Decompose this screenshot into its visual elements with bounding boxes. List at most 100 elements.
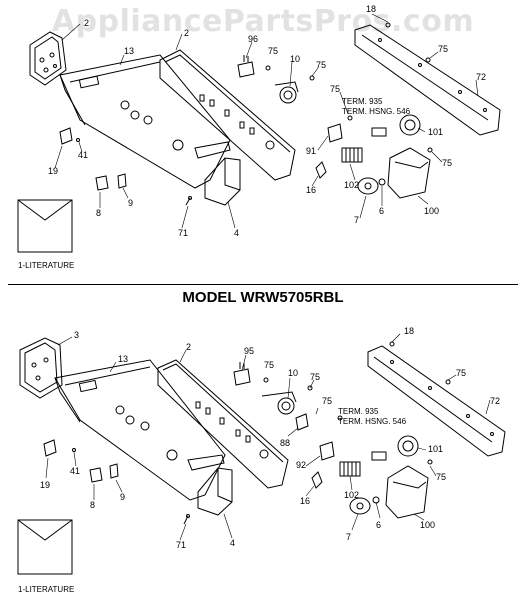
label-101: 101: [428, 127, 443, 137]
back-panel-part[interactable]: [367, 345, 506, 457]
label-9: 9: [128, 198, 133, 208]
label-100: 100: [424, 206, 439, 216]
label-2a: 2: [84, 18, 89, 28]
watermark: AppliancePartsPros.com: [51, 4, 475, 39]
label-75a: 75: [268, 46, 278, 56]
pressure-switch-part[interactable]: [274, 81, 299, 104]
leader-lines: [54, 13, 479, 229]
label-75c: 75: [438, 44, 448, 54]
console-back-part[interactable]: [157, 359, 289, 489]
timer-part[interactable]: [385, 465, 429, 519]
part-labels: 2 2 13 96 75 10 75 18 75 72 75 TERM. 935…: [18, 4, 486, 270]
label-18: 18: [404, 326, 414, 336]
end-cap-part[interactable]: [19, 337, 63, 399]
literature-label: 1-LITERATURE: [18, 261, 74, 270]
term-label-1: TERM. 935: [342, 97, 383, 106]
label-16: 16: [306, 185, 316, 195]
part-9[interactable]: [109, 463, 119, 479]
term-housing-part[interactable]: [371, 451, 387, 461]
part-6[interactable]: [378, 178, 386, 186]
part-92[interactable]: [319, 441, 335, 461]
leader-lines: [45, 333, 491, 541]
label-6: 6: [379, 206, 384, 216]
end-cap-4-part[interactable]: [197, 467, 233, 516]
label-10: 10: [290, 54, 300, 64]
bottom-section: 3 13 2 95 75 10 75 18 75 72 75 TERM. 935…: [17, 326, 506, 594]
part-16[interactable]: [311, 471, 323, 489]
top-section: 2 2 13 96 75 10 75 18 75 72 75 TERM. 935…: [17, 4, 501, 270]
label-71: 71: [178, 228, 188, 238]
label-6: 6: [376, 520, 381, 530]
part-71[interactable]: [183, 514, 190, 525]
label-18: 18: [366, 4, 376, 14]
term-label-2: TERM. HSNG. 546: [338, 417, 407, 426]
label-102: 102: [344, 490, 359, 500]
label-75e: 75: [436, 472, 446, 482]
end-cap-4-part[interactable]: [204, 157, 241, 206]
label-95: 95: [244, 346, 254, 356]
label-92: 92: [296, 460, 306, 470]
timer-motor-part[interactable]: [399, 114, 421, 136]
label-16: 16: [300, 496, 310, 506]
model-title: MODEL WRW5705RBL: [182, 289, 344, 306]
part-41[interactable]: [72, 448, 76, 452]
control-panel-part[interactable]: [54, 359, 226, 501]
label-8: 8: [96, 208, 101, 218]
label-8: 8: [90, 500, 95, 510]
end-cap-part[interactable]: [29, 31, 67, 86]
part-8[interactable]: [89, 467, 103, 483]
terminal-block-part[interactable]: [339, 461, 361, 477]
knob-part[interactable]: [357, 177, 379, 195]
label-7: 7: [354, 215, 359, 225]
console-back-part[interactable]: [159, 49, 296, 181]
back-panel-part[interactable]: [354, 24, 501, 136]
label-100: 100: [420, 520, 435, 530]
screw-part[interactable]: [265, 22, 433, 153]
label-9: 9: [120, 492, 125, 502]
label-88: 88: [280, 438, 290, 448]
label-19: 19: [48, 166, 58, 176]
part-71[interactable]: [185, 196, 192, 206]
part-41[interactable]: [76, 138, 80, 142]
part-8[interactable]: [95, 175, 109, 191]
part-91[interactable]: [327, 123, 343, 143]
label-75e: 75: [442, 158, 452, 168]
label-2b: 2: [184, 28, 189, 38]
label-71: 71: [176, 540, 186, 550]
control-panel-part[interactable]: [59, 54, 231, 189]
part-labels: 3 13 2 95 75 10 75 18 75 72 75 TERM. 935…: [18, 326, 500, 594]
part-88[interactable]: [295, 413, 309, 431]
timer-motor-part[interactable]: [397, 435, 419, 457]
label-91: 91: [306, 146, 316, 156]
part-9[interactable]: [117, 173, 127, 189]
screw-part[interactable]: [263, 341, 451, 465]
switch-95-part[interactable]: [233, 362, 251, 386]
part-16[interactable]: [315, 161, 327, 179]
label-13: 13: [124, 46, 134, 56]
knob-part[interactable]: [349, 497, 371, 515]
label-75b: 75: [310, 372, 320, 382]
label-96: 96: [248, 34, 258, 44]
part-19[interactable]: [43, 439, 57, 457]
pressure-switch-part[interactable]: [261, 391, 297, 415]
switch-96-part[interactable]: [237, 55, 255, 78]
label-75b: 75: [316, 60, 326, 70]
label-13: 13: [118, 354, 128, 364]
literature-envelope: [17, 519, 73, 575]
label-101: 101: [428, 444, 443, 454]
label-4: 4: [234, 228, 239, 238]
label-10: 10: [288, 368, 298, 378]
literature-envelope: [17, 199, 73, 253]
terminal-block-part[interactable]: [341, 147, 363, 163]
label-102: 102: [344, 180, 359, 190]
label-75a: 75: [264, 360, 274, 370]
term-label-1: TERM. 935: [338, 407, 379, 416]
term-housing-part[interactable]: [371, 127, 387, 137]
literature-label: 1-LITERATURE: [18, 585, 74, 594]
timer-part[interactable]: [387, 147, 431, 199]
term-label-2: TERM. HSNG. 546: [342, 107, 411, 116]
label-19: 19: [40, 480, 50, 490]
section-divider: [8, 284, 518, 285]
label-41: 41: [70, 466, 80, 476]
part-19[interactable]: [59, 127, 73, 145]
